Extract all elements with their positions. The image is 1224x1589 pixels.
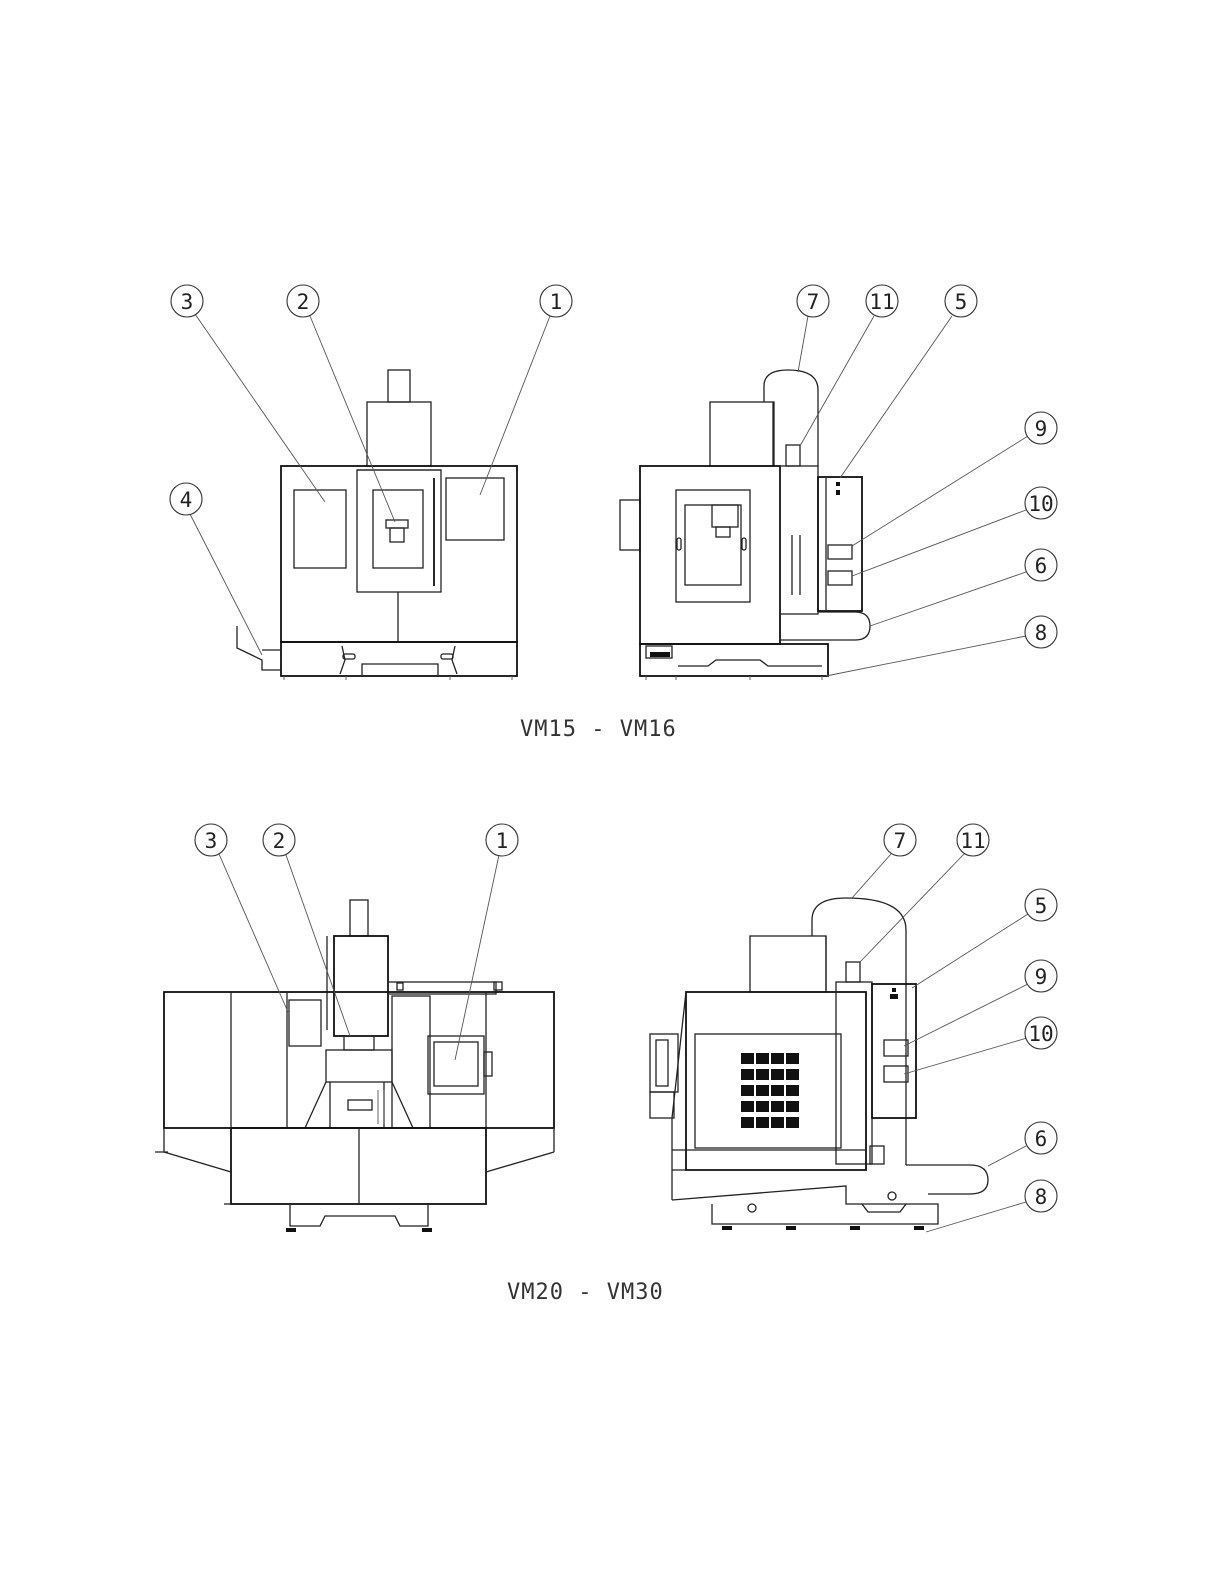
callouts-bottom-side: 7 11 5 9 10 6 8 (884, 824, 1057, 1212)
callout-bubble: 8 (1025, 616, 1057, 648)
svg-text:8: 8 (1035, 621, 1048, 645)
svg-text:6: 6 (1035, 554, 1048, 578)
callout-bubble: 11 (957, 824, 989, 856)
svg-text:9: 9 (1035, 965, 1048, 989)
callout-bubble: 5 (1025, 889, 1057, 921)
callout-bubble: 8 (1025, 1180, 1057, 1212)
callout-bubble: 10 (1025, 1017, 1057, 1049)
svg-text:4: 4 (180, 488, 193, 512)
svg-text:11: 11 (960, 829, 985, 853)
svg-text:10: 10 (1028, 1022, 1053, 1046)
vm15-side-view (620, 370, 870, 680)
callout-bubble: 6 (1025, 549, 1057, 581)
svg-text:7: 7 (807, 290, 820, 314)
svg-text:7: 7 (894, 829, 907, 853)
callouts-top-front: 3 2 1 4 (170, 285, 572, 515)
callout-bubble: 2 (263, 824, 295, 856)
leader-lines (190, 314, 1028, 1232)
callout-bubble: 9 (1025, 960, 1057, 992)
callouts-bottom-front: 3 2 1 (195, 824, 518, 856)
svg-text:8: 8 (1035, 1185, 1048, 1209)
callouts-top-side: 7 11 5 9 10 6 8 (797, 285, 1057, 648)
svg-text:3: 3 (181, 290, 194, 314)
svg-text:9: 9 (1035, 417, 1048, 441)
svg-text:1: 1 (550, 290, 563, 314)
svg-text:2: 2 (273, 829, 286, 853)
vm20-front-view (155, 900, 554, 1232)
svg-text:2: 2 (297, 290, 310, 314)
callout-bubble: 10 (1025, 487, 1057, 519)
callout-bubble: 9 (1025, 412, 1057, 444)
callout-bubble: 3 (171, 285, 203, 317)
callout-bubble: 11 (866, 285, 898, 317)
callout-bubble: 2 (287, 285, 319, 317)
control-keypad (741, 1053, 799, 1128)
callout-bubble: 1 (486, 824, 518, 856)
callout-bubble: 4 (170, 483, 202, 515)
svg-text:6: 6 (1035, 1127, 1048, 1151)
bottom-group-caption: VM20 - VM30 (507, 1280, 664, 1305)
callout-bubble: 1 (540, 285, 572, 317)
svg-text:3: 3 (205, 829, 218, 853)
callout-bubble: 3 (195, 824, 227, 856)
callout-bubble: 7 (884, 824, 916, 856)
svg-text:1: 1 (496, 829, 509, 853)
callout-bubble: 7 (797, 285, 829, 317)
vm15-front-view (237, 370, 517, 680)
svg-text:11: 11 (869, 290, 894, 314)
callout-bubble: 6 (1025, 1122, 1057, 1154)
top-group-caption: VM15 - VM16 (520, 717, 677, 742)
svg-text:5: 5 (955, 290, 968, 314)
svg-text:5: 5 (1035, 894, 1048, 918)
svg-text:10: 10 (1028, 492, 1053, 516)
callout-bubble: 5 (945, 285, 977, 317)
